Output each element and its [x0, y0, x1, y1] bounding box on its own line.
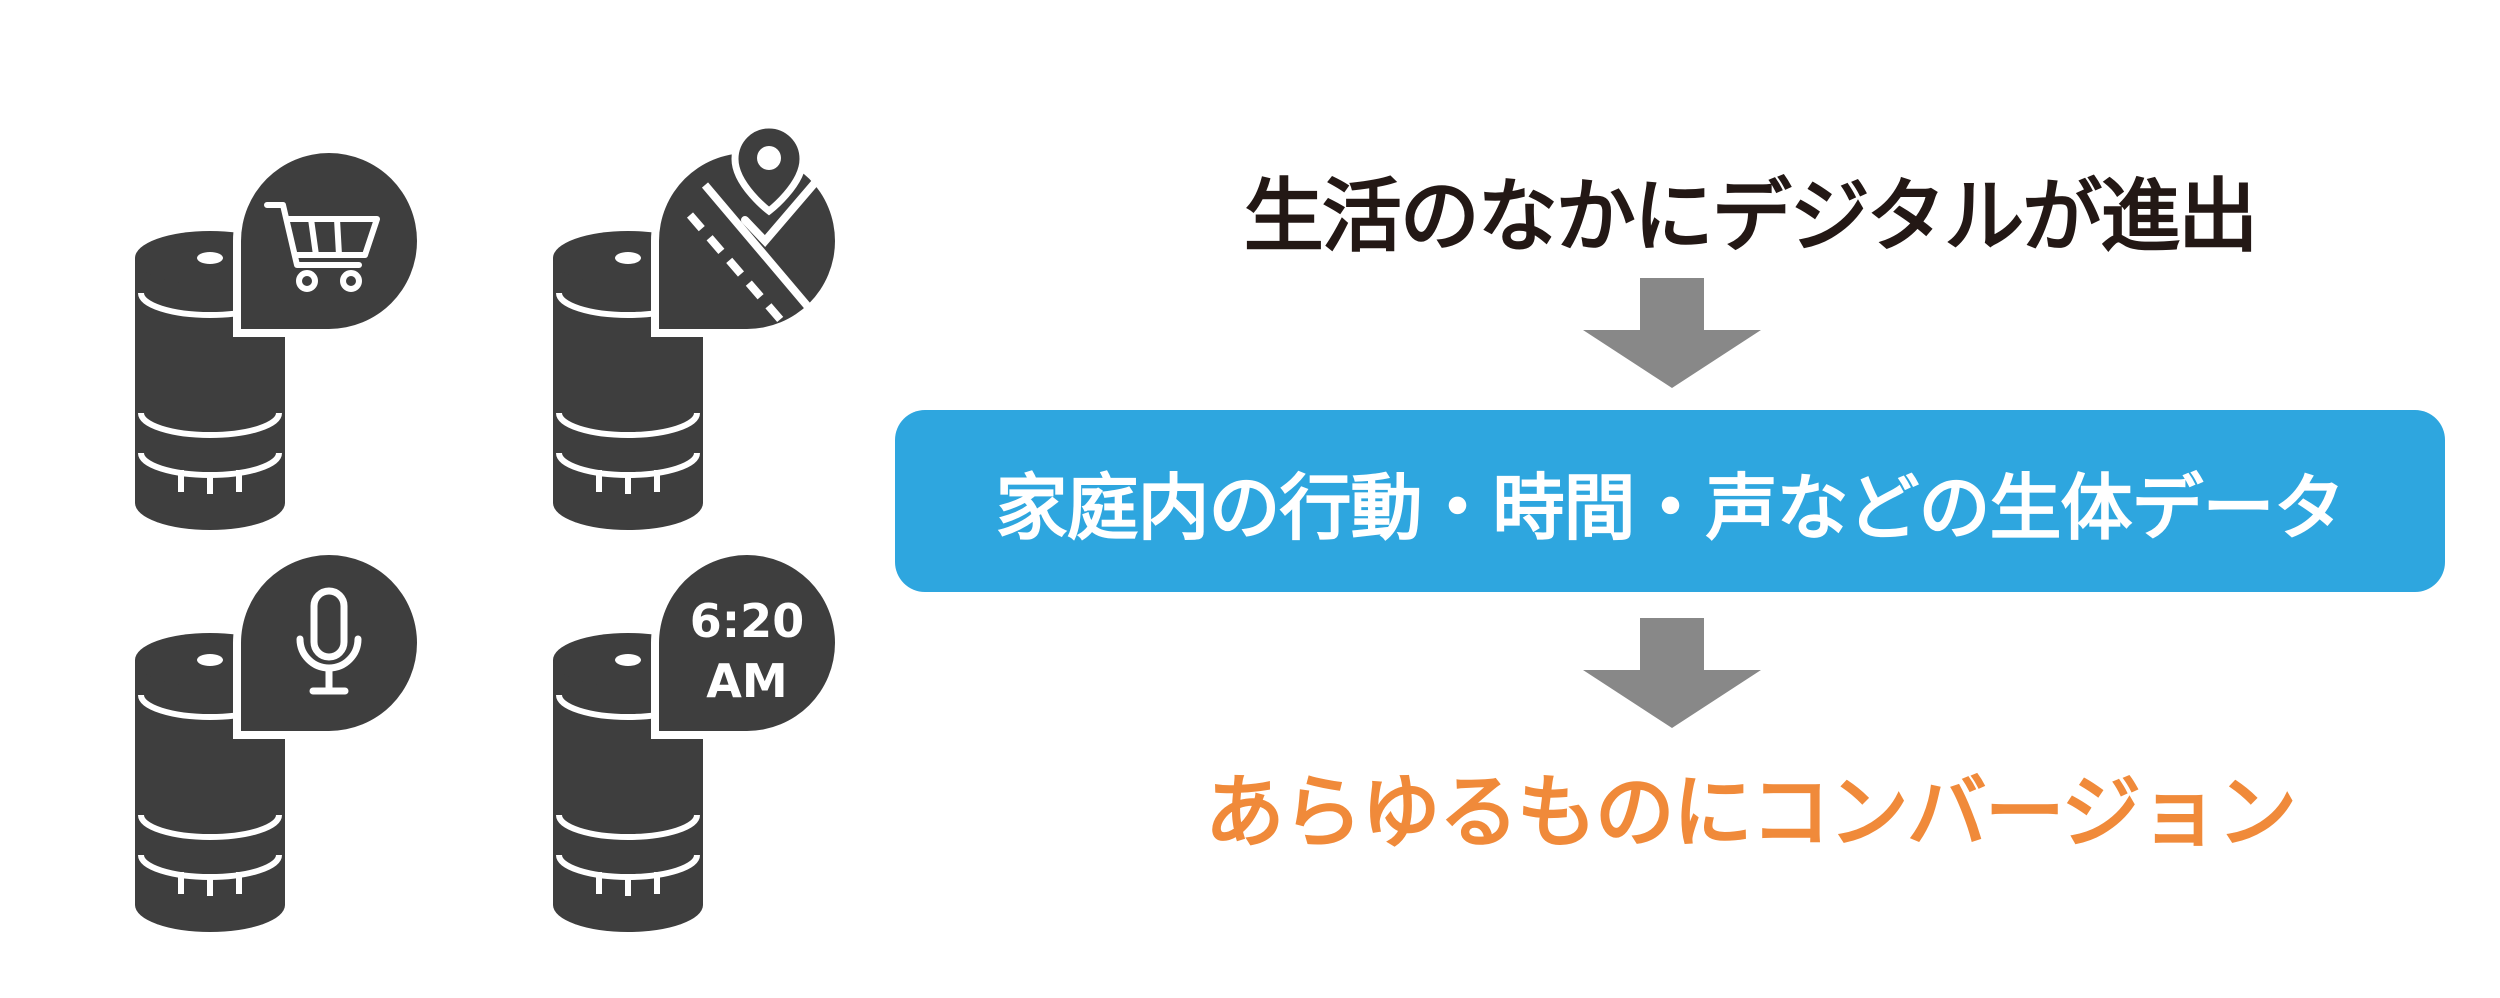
arrow-down-2 [1583, 618, 1761, 728]
smart-speaker-icons: 6:20 AM [0, 121, 843, 998]
clock-time-hour: 6:20 [690, 594, 804, 648]
arrow-down-1 [1583, 278, 1761, 388]
flow-bottom-label: あらゆるものにコンバージョン [1204, 766, 2297, 859]
flow-middle-label: 家庭内の行動・時間・声などの生体データ [995, 465, 2345, 550]
clock-time-ampm: AM [706, 654, 787, 708]
bubble-cart [233, 145, 425, 337]
bubble-clock: 6:20 AM [651, 547, 843, 739]
bubble-map [651, 121, 843, 337]
flow-top-label: 生活のなかにデジタルが進出 [1243, 170, 2258, 263]
bubble-mic [233, 547, 425, 739]
flow-middle-box: 家庭内の行動・時間・声などの生体データ [895, 410, 2445, 592]
shopping-cart-icon [264, 202, 380, 292]
microphone-icon [296, 587, 362, 695]
map-pin-icon [686, 121, 829, 328]
